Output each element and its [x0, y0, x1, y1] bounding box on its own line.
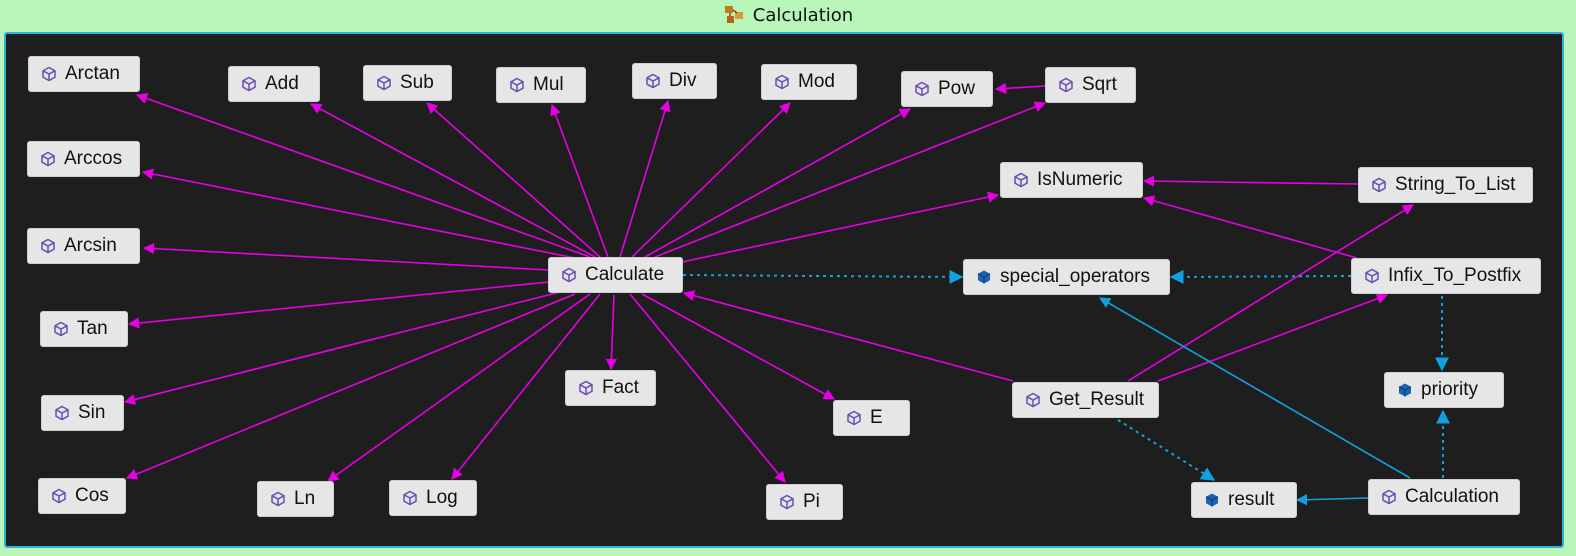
field-icon — [1398, 383, 1412, 397]
method-icon — [41, 151, 55, 167]
method-icon — [579, 380, 593, 396]
node-label: IsNumeric — [1037, 169, 1123, 190]
method-icon — [1365, 268, 1379, 284]
title-wrap: Calculation — [723, 5, 853, 26]
node-label: special_operators — [1000, 266, 1150, 287]
window-title: Calculation — [752, 4, 854, 26]
node-result[interactable]: result — [1191, 482, 1297, 518]
node-calculation[interactable]: Calculation — [1368, 479, 1520, 515]
node-calculate[interactable]: Calculate — [548, 257, 683, 293]
method-icon — [646, 73, 660, 89]
method-icon — [55, 405, 69, 421]
node-label: Tan — [77, 318, 108, 339]
method-icon — [271, 491, 285, 507]
node-get-result[interactable]: Get_Result — [1012, 382, 1159, 418]
node-div[interactable]: Div — [632, 63, 717, 99]
field-icon — [977, 270, 991, 284]
method-icon — [54, 321, 68, 337]
node-label: Mod — [798, 71, 835, 92]
method-icon — [847, 410, 861, 426]
method-icon — [41, 238, 55, 254]
node-label: Arccos — [64, 148, 123, 169]
method-icon — [1382, 489, 1396, 505]
node-label: Arctan — [65, 63, 120, 84]
node-label: Sin — [78, 402, 106, 423]
node-label: String_To_List — [1395, 174, 1516, 195]
method-icon — [775, 74, 789, 90]
node-label: Calculation — [1405, 486, 1499, 507]
method-icon — [377, 75, 391, 91]
node-label: priority — [1421, 379, 1479, 400]
node-label: Ln — [294, 488, 316, 509]
node-label: Div — [669, 70, 697, 91]
node-label: Log — [426, 487, 458, 508]
node-isnumeric[interactable]: IsNumeric — [1000, 162, 1143, 198]
method-icon — [403, 490, 417, 506]
method-icon — [52, 488, 66, 504]
node-arccos[interactable]: Arccos — [27, 141, 140, 177]
node-priority[interactable]: priority — [1384, 372, 1504, 408]
window-titlebar: Calculation — [0, 0, 1576, 30]
node-label: Mul — [533, 74, 564, 95]
node-label: Cos — [75, 485, 109, 506]
node-e[interactable]: E — [833, 400, 910, 436]
node-infix-to-postfix[interactable]: Infix_To_Postfix — [1351, 258, 1541, 294]
method-icon — [780, 494, 794, 510]
node-arctan[interactable]: Arctan — [28, 56, 140, 92]
node-label: Pow — [938, 78, 975, 99]
node-arcsin[interactable]: Arcsin — [27, 228, 140, 264]
node-mul[interactable]: Mul — [496, 67, 586, 103]
node-label: Arcsin — [64, 235, 117, 256]
method-icon — [1026, 392, 1040, 408]
node-pow[interactable]: Pow — [901, 71, 993, 107]
diagram-canvas — [4, 32, 1564, 548]
node-tan[interactable]: Tan — [40, 311, 128, 347]
method-icon — [1059, 77, 1073, 93]
node-label: E — [870, 407, 883, 428]
node-label: Calculate — [585, 264, 665, 285]
node-log[interactable]: Log — [389, 480, 477, 516]
node-label: Infix_To_Postfix — [1388, 265, 1522, 286]
node-mod[interactable]: Mod — [761, 64, 857, 100]
method-icon — [1372, 177, 1386, 193]
field-icon — [1205, 493, 1219, 507]
node-label: Sqrt — [1082, 74, 1117, 95]
node-sub[interactable]: Sub — [363, 65, 452, 101]
node-label: Add — [265, 73, 299, 94]
node-sqrt[interactable]: Sqrt — [1045, 67, 1136, 103]
node-label: Get_Result — [1049, 389, 1145, 410]
node-special-operators[interactable]: special_operators — [963, 259, 1170, 295]
method-icon — [242, 76, 256, 92]
method-icon — [915, 81, 929, 97]
node-cos[interactable]: Cos — [38, 478, 126, 514]
node-label: Pi — [803, 491, 820, 512]
node-ln[interactable]: Ln — [257, 481, 334, 517]
method-icon — [42, 66, 56, 82]
method-icon — [562, 267, 576, 283]
method-icon — [1014, 172, 1028, 188]
node-fact[interactable]: Fact — [565, 370, 656, 406]
node-add[interactable]: Add — [228, 66, 320, 102]
node-pi[interactable]: Pi — [766, 484, 843, 520]
node-sin[interactable]: Sin — [41, 395, 124, 431]
method-icon — [510, 77, 524, 93]
node-label: Sub — [400, 72, 434, 93]
node-label: Fact — [602, 377, 639, 398]
node-label: result — [1228, 489, 1275, 510]
class-diagram-icon — [724, 6, 743, 23]
node-string-to-list[interactable]: String_To_List — [1358, 167, 1533, 203]
